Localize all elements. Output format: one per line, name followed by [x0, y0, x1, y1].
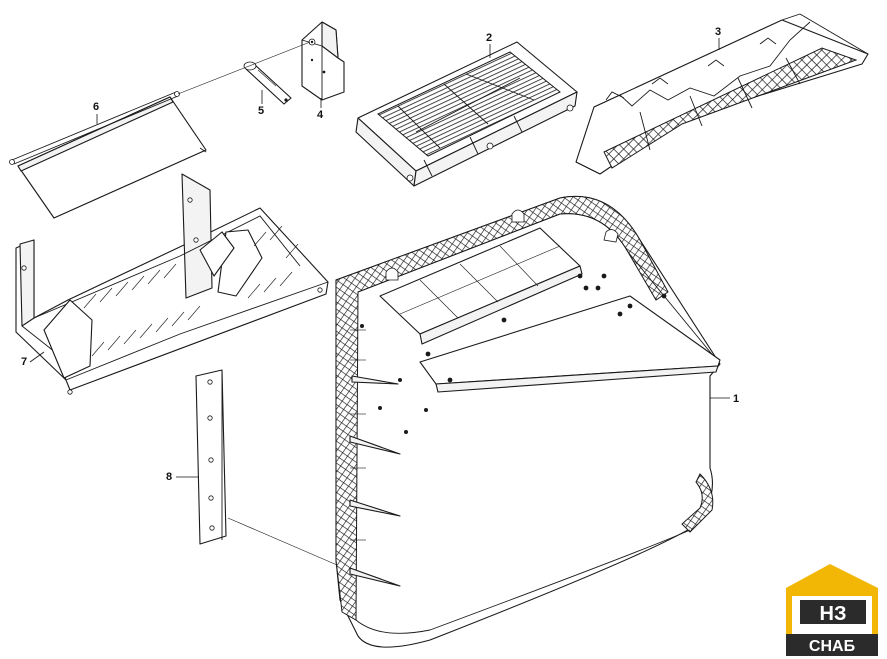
callout-4: 4: [317, 98, 324, 121]
svg-text:6: 6: [93, 101, 99, 113]
svg-text:4: 4: [317, 109, 324, 121]
part-7-tray-frame: [15, 173, 329, 395]
assembly-line-6-4: [177, 41, 311, 95]
svg-text:8: 8: [166, 471, 172, 483]
svg-text:3: 3: [715, 26, 721, 38]
svg-text:7: 7: [21, 356, 27, 368]
tray-ribs: [83, 225, 299, 357]
housing-side-blades: [349, 329, 401, 587]
part-6-flap-plate: [9, 91, 207, 219]
svg-text:5: 5: [258, 105, 264, 117]
callout-3: 3: [715, 26, 721, 50]
part-2-filter-box: [355, 41, 578, 187]
logo-caption: СНАБ: [809, 638, 855, 655]
callout-5: 5: [258, 90, 264, 117]
hz-snab-logo: НЗ СНАБ: [786, 564, 878, 656]
housing-top-grid: [399, 245, 561, 319]
svg-text:2: 2: [486, 32, 492, 44]
callout-1: 1: [710, 393, 739, 405]
part-4-bracket: [301, 21, 345, 101]
housing-bolts: [360, 273, 667, 434]
part-5-pin: [243, 61, 292, 105]
callout-2: 2: [486, 32, 492, 58]
svg-text:1: 1: [733, 393, 739, 405]
part-1-main-housing: [335, 195, 721, 648]
callout-6: 6: [93, 101, 99, 124]
logo-mark: НЗ: [820, 603, 847, 625]
callout-8: 8: [166, 471, 198, 483]
assembly-line-8-1: [227, 517, 345, 569]
part-8-strip-plate: [195, 369, 227, 545]
part-3-air-intake-grille: [575, 13, 869, 175]
callout-7: 7: [21, 351, 45, 368]
